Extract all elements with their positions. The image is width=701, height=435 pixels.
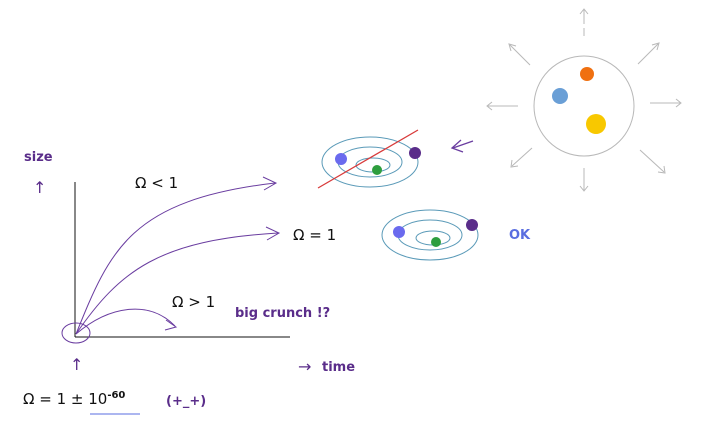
arrowhead-flat xyxy=(265,226,281,241)
planet-purple xyxy=(409,147,421,159)
curve-closed xyxy=(75,308,176,335)
curve-label-closed: Ω > 1 xyxy=(172,293,216,311)
planet-blue xyxy=(335,153,347,165)
curve-label-open: Ω < 1 xyxy=(135,174,179,192)
big-crunch-label: big crunch !? xyxy=(235,306,331,321)
galaxy-icon xyxy=(381,209,479,261)
pointer-arrow-icon xyxy=(450,139,474,153)
arrowhead-closed xyxy=(164,319,178,331)
planet-blue xyxy=(393,226,405,238)
planet-purple xyxy=(466,219,478,231)
origin-circle xyxy=(61,322,91,344)
omega-formula: Ω = 1 ± 10-60 xyxy=(23,390,125,408)
curve-label-flat: Ω = 1 xyxy=(293,226,337,244)
origin-arrow: ↑ xyxy=(70,355,84,374)
curve-flat xyxy=(75,232,279,335)
x-axis-label: time xyxy=(322,360,356,375)
x-axis-arrow: → xyxy=(298,357,312,376)
y-axis-label: size xyxy=(24,150,53,165)
y-axis-arrow: ↑ xyxy=(33,178,47,197)
face-emoticon: (+_+) xyxy=(166,394,207,409)
galaxy-icon xyxy=(321,136,421,188)
ok-label: OK xyxy=(509,228,531,243)
curve-open xyxy=(75,182,276,335)
expansion-arrow-icon xyxy=(486,8,682,192)
planet-green xyxy=(372,165,382,175)
planet-green xyxy=(431,237,441,247)
arrowhead-open xyxy=(262,176,278,191)
universe-ball-icon xyxy=(533,55,635,157)
slash-line xyxy=(317,129,419,189)
omega-exponent: -60 xyxy=(107,390,126,401)
omega-base: Ω = 1 ± 10 xyxy=(23,390,108,408)
